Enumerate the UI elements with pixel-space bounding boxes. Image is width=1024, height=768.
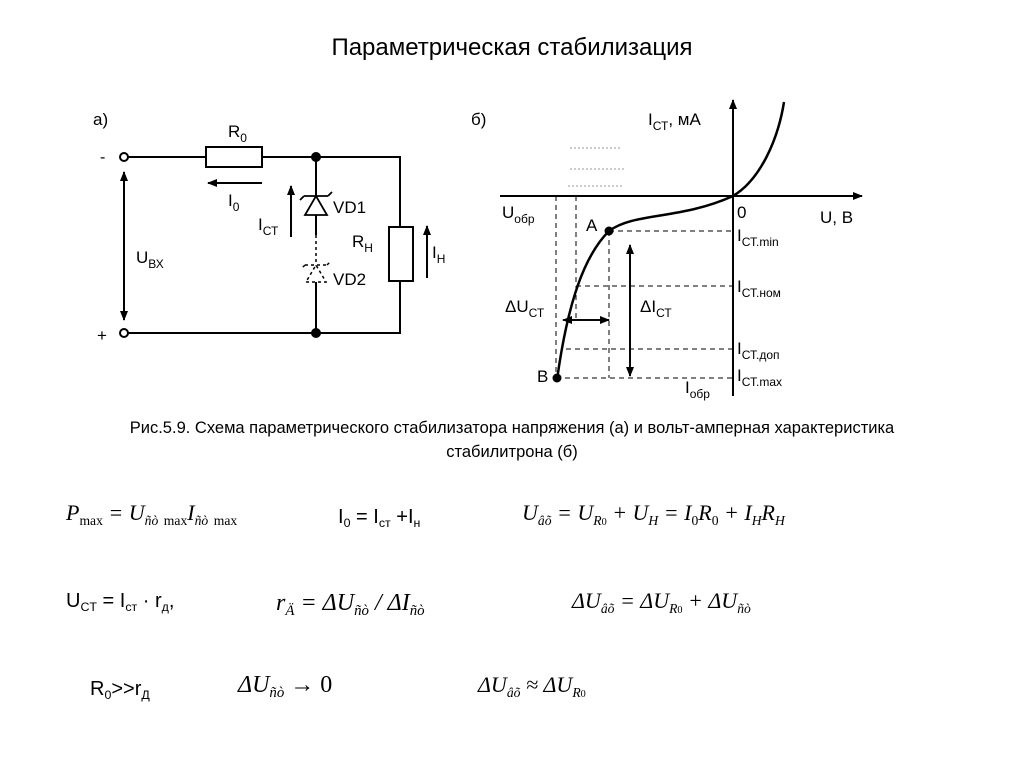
uobr-label: Uобр	[502, 203, 535, 226]
r0-label: R0	[228, 122, 247, 145]
vd2-label: VD2	[333, 270, 366, 289]
level-ist-dop: IСТ.доп	[737, 339, 780, 362]
formula-i0-sum: I0 = Iст +Iн	[338, 506, 421, 531]
zener-vd2	[300, 235, 332, 283]
iobr-label: Iобр	[685, 378, 710, 401]
resistor-rn	[388, 226, 414, 282]
y-axis-label: IСТ, мА	[648, 110, 701, 133]
ist-label: IСТ	[258, 215, 279, 238]
level-ist-min: IСТ.min	[737, 226, 779, 249]
circuit-wires	[128, 156, 401, 334]
formula-dust-zero: ΔUñò → 0	[238, 672, 333, 702]
figure-caption: Рис.5.9. Схема параметрического стабилиз…	[40, 416, 984, 464]
plus-sign: +	[97, 326, 107, 345]
formula-delta-uvh: ΔUâõ = ΔUR0 + ΔUñò	[572, 588, 751, 616]
formula-ust: UCT = Iст · rд,	[66, 590, 175, 615]
terminal-plus	[119, 328, 129, 338]
slide-title: Параметрическая стабилизация	[331, 34, 693, 61]
caption-line-1: Рис.5.9. Схема параметрического стабилиз…	[129, 419, 895, 437]
vac-graph: б) IСТ, мА 0 U, B Uобр A	[471, 99, 863, 401]
minus-sign: -	[100, 149, 105, 166]
formula-pmax: Pmax = Uñò maxIñò max	[66, 500, 238, 528]
faint-artifacts	[568, 147, 625, 187]
origin-label: 0	[737, 203, 746, 222]
ih-label: IН	[432, 243, 445, 266]
node-bottom	[311, 328, 321, 338]
zener-vd1	[299, 190, 333, 235]
dist-label: ΔIСТ	[640, 297, 672, 320]
formula-r0-rd: R0>>rД	[90, 678, 150, 703]
x-axis-label: U, B	[820, 208, 853, 227]
formula-rd: rÄ = ΔUñò / ΔIñò	[276, 590, 425, 620]
formula-delta-approx: ΔUâõ ≈ ΔUR0	[478, 672, 586, 700]
uin-label: UВХ	[136, 248, 164, 271]
level-ist-max: IСТ.max	[737, 366, 782, 389]
point-b	[552, 373, 562, 383]
point-a	[604, 226, 614, 236]
caption-line-2: стабилитрона (б)	[446, 443, 578, 461]
terminal-minus	[119, 152, 129, 162]
dust-label: ΔUСТ	[505, 297, 545, 320]
diagrams: а) - + R0 I0 UВХ IСТ VD1 VD2 RН	[93, 99, 863, 401]
vac-panel-label: б)	[471, 110, 486, 129]
vd1-label: VD1	[333, 198, 366, 217]
vac-curve	[555, 101, 786, 381]
circuit: а) - + R0 I0 UВХ IСТ VD1 VD2 RН	[93, 110, 445, 345]
point-a-label: A	[586, 216, 598, 235]
level-ist-nom: IСТ.ном	[737, 277, 781, 300]
node-top	[311, 152, 321, 162]
rh-label: RН	[352, 232, 373, 255]
point-b-label: B	[537, 367, 548, 386]
formula-uvh: Uâõ = UR0 + UH = I0R0 + IHRH	[522, 500, 785, 528]
dashed-guides	[555, 196, 733, 379]
i0-label: I0	[228, 191, 240, 214]
resistor-r0	[205, 146, 263, 168]
circuit-panel-label: а)	[93, 110, 108, 129]
